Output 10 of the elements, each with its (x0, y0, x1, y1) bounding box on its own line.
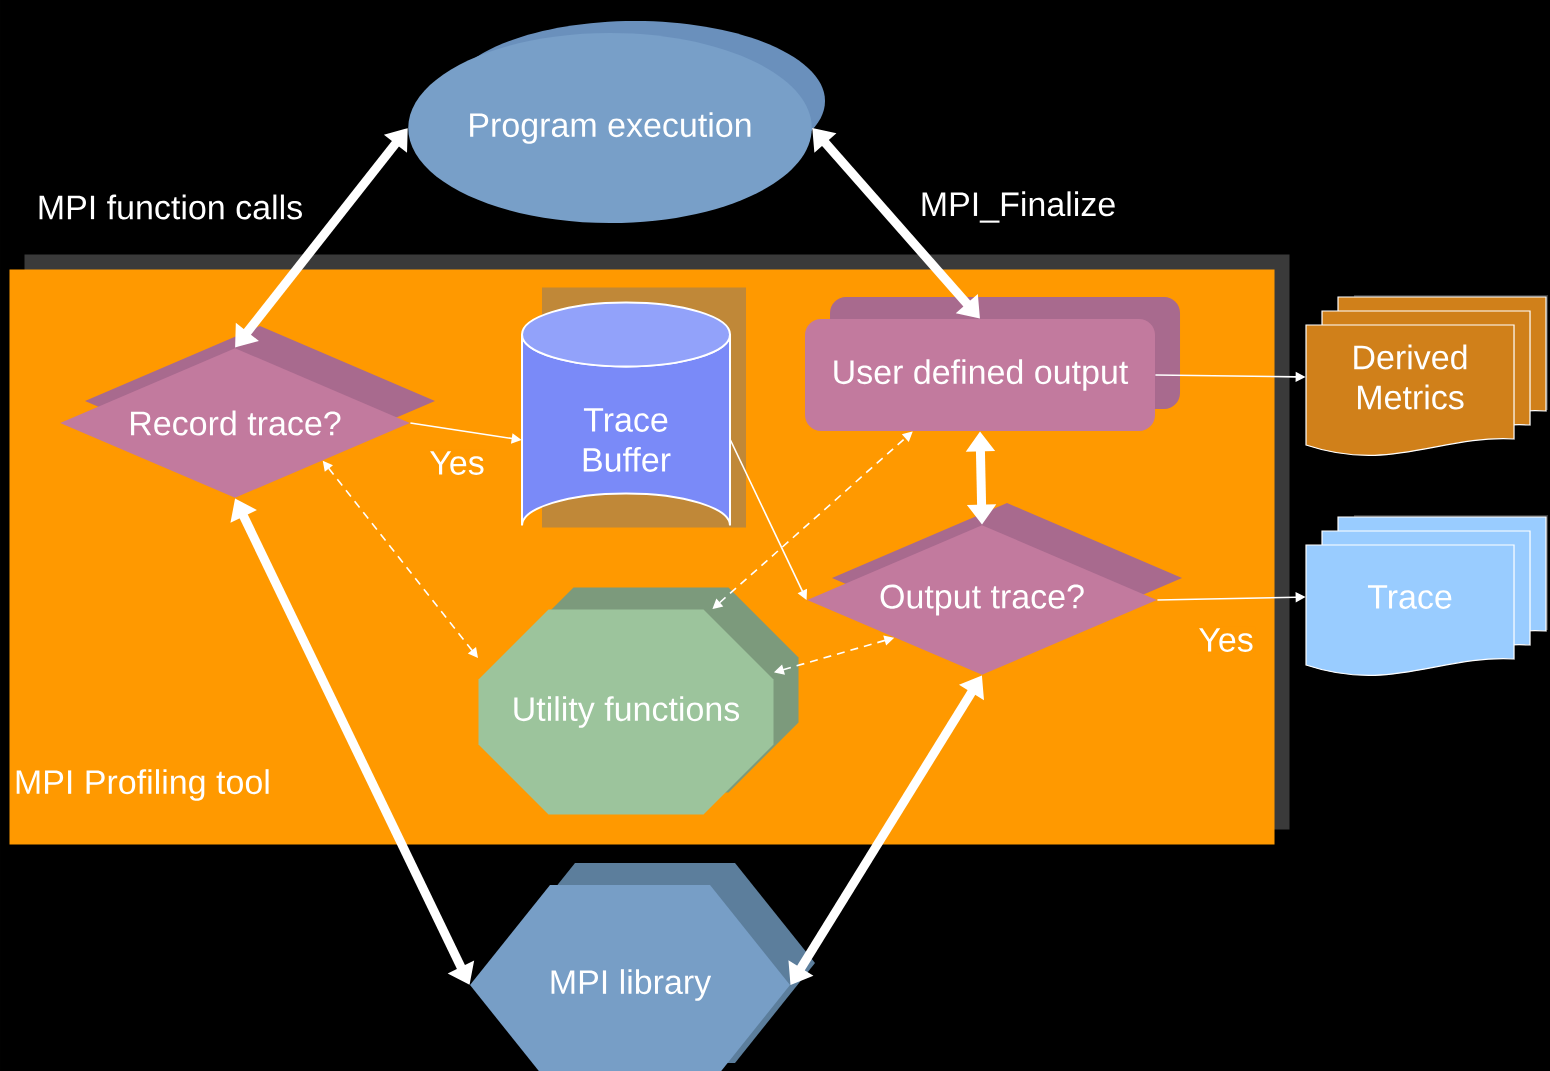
edge-label: Yes (1196, 626, 1256, 654)
buffer-cylinder: Trace Buffer (521, 287, 746, 528)
library-hexagon: MPI library (470, 863, 815, 1071)
function-octagon: Utility functions (478, 587, 799, 815)
document-stack: Derived Metrics (1305, 295, 1548, 456)
edge-label: MPI function calls (34, 192, 306, 222)
edge-label: MPI_Finalize (917, 189, 1119, 225)
arrow (729, 439, 808, 600)
process-box: User defined output (805, 297, 1180, 431)
document-stack: Trace (1305, 515, 1548, 676)
